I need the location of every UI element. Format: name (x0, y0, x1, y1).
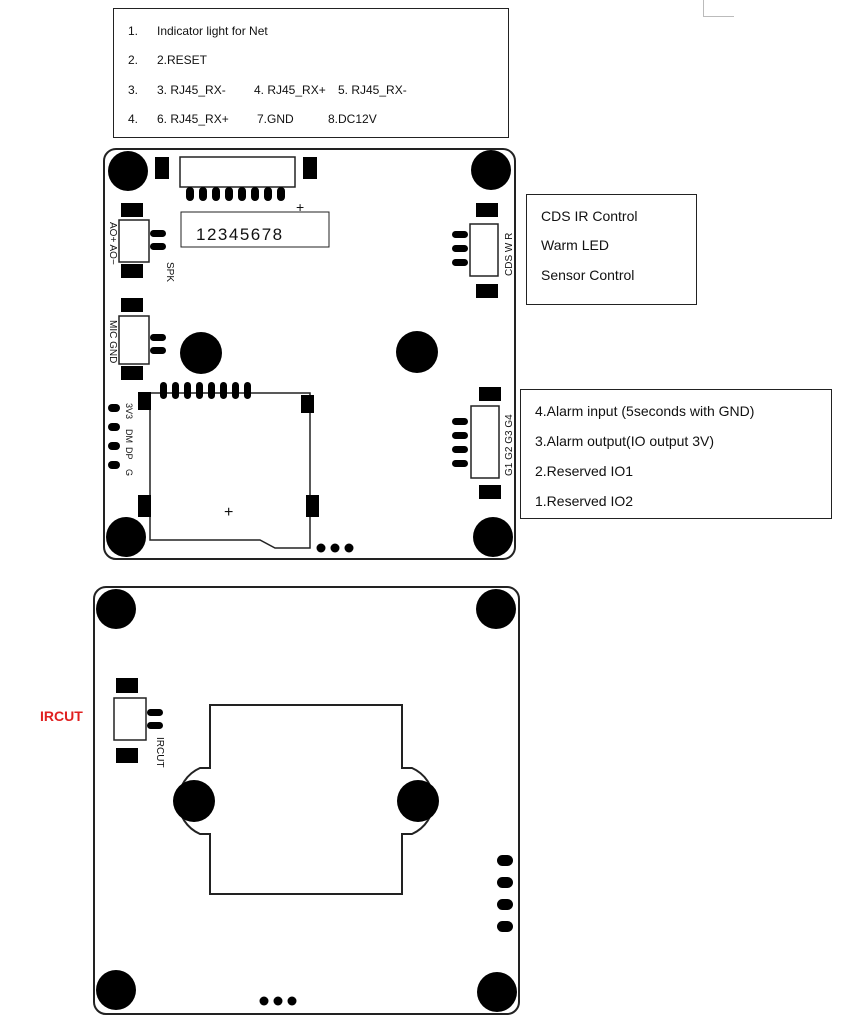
usb-pin-g (108, 461, 120, 469)
alarm-line-2: 3.Alarm output(IO output 3V) (535, 433, 714, 449)
legend-row-2-number: 2. (128, 53, 139, 67)
cds-pin-1 (452, 231, 468, 238)
ircut-label: IRCUT (40, 708, 83, 724)
alarm-line-3: 2.Reserved IO1 (535, 463, 634, 479)
legend-row-3-extra-2: 5. RJ45_RX- (338, 83, 407, 97)
alarm-line-1: 4.Alarm input (5seconds with GND) (535, 403, 755, 419)
top-board-outline (103, 148, 516, 560)
connector-numbers: 12345678 (196, 225, 284, 244)
legend-row-4-number: 4. (128, 112, 139, 126)
connector-8pin-body (179, 156, 296, 188)
top-board-hole-tr (471, 150, 511, 190)
ircut-pad-top (116, 678, 138, 693)
sd-card-slot (138, 382, 319, 549)
usb-pin-dp (108, 442, 120, 450)
legend-row-2-text: 2.RESET (157, 53, 208, 67)
g-pin-3 (452, 446, 468, 453)
ircut-pad-bottom (116, 748, 138, 763)
ao-silk-label: AO+ AO− (107, 222, 118, 265)
top-board-hole-br (473, 517, 513, 557)
alarm-info-box: 4.Alarm input (5seconds with GND) 3.Alar… (520, 389, 832, 519)
cds-pin-3 (452, 259, 468, 266)
cds-pin-2 (452, 245, 468, 252)
legend-row-1-text: Indicator light for Net (157, 24, 268, 38)
legend-row-3-number: 3. (128, 83, 139, 97)
ircut-silk-label: IRCUT (154, 737, 165, 768)
top-board-hole-tl (108, 151, 148, 191)
bottom-board-hole-br (477, 972, 517, 1012)
lens-mount-hole-right (397, 780, 439, 822)
cds-line-3: Sensor Control (541, 267, 635, 283)
bottom-board-hole-tr (476, 589, 516, 629)
legend-row-1-number: 1. (128, 24, 139, 38)
lens-mount-hole-left (173, 780, 215, 822)
ircut-pin-1 (147, 709, 163, 716)
usb-label-dm: DM (124, 429, 134, 443)
spk-silk-label: SPK (164, 262, 175, 282)
bottom-board-side-pins (497, 855, 513, 932)
bottom-board-dots (259, 996, 297, 1006)
spk-pin-2 (150, 243, 166, 250)
mic-silk-label: MIC GND (107, 320, 118, 363)
g-silk-label: G1 G2 G3 G4 (504, 414, 515, 476)
g-connector-body (470, 405, 500, 479)
top-legend-box: 1. Indicator light for Net 2. 2.RESET 3.… (113, 8, 509, 138)
usb-pin-3v3 (108, 404, 120, 412)
mic-pin-1 (150, 334, 166, 341)
connector-8pin-pins (186, 187, 285, 201)
spk-pin-1 (150, 230, 166, 237)
bottom-board-outline (93, 586, 520, 1015)
bottom-board-hole-bl (96, 970, 136, 1010)
legend-row-4-extra-2: 8.DC12V (328, 112, 377, 126)
sd-plus-mark: + (224, 504, 233, 521)
legend-row-3-extra-1: 4. RJ45_RX+ (254, 83, 326, 97)
alarm-line-4: 1.Reserved IO2 (535, 493, 634, 509)
connector-plus-mark: + (296, 199, 304, 215)
ircut-pin-2 (147, 722, 163, 729)
lens-mount-outline (177, 704, 435, 895)
mic-pad-bottom (121, 366, 143, 380)
usb-label-3v3: 3V3 (124, 403, 134, 419)
mic-connector-body (118, 315, 150, 365)
spk-pad-bottom (121, 264, 143, 278)
spk-connector-body (118, 219, 150, 263)
spk-pad-top (121, 203, 143, 217)
legend-row-4-extra-1: 7.GND (257, 112, 294, 126)
usb-pin-dm (108, 423, 120, 431)
usb-label-g: G (124, 469, 134, 476)
page-corner-mark (703, 0, 734, 17)
connector-numbers-box (180, 211, 330, 248)
connector-8pin-pad-left (155, 157, 169, 179)
cds-line-2: Warm LED (541, 237, 609, 253)
usb-label-dp: DP (124, 447, 134, 460)
top-board: + 12345678 AO+ AO− SPK MIC GND 3V3 DM DP… (103, 148, 516, 560)
mic-pin-2 (150, 347, 166, 354)
cds-pad-top (476, 203, 498, 217)
connector-8pin-pad-right (303, 157, 317, 179)
cds-connector-body (469, 223, 499, 277)
legend-row-3-text: 3. RJ45_RX- (157, 83, 226, 97)
top-board-hole-bl (106, 517, 146, 557)
g-pin-4 (452, 460, 468, 467)
top-board-hole-mid-left (180, 332, 222, 374)
cds-info-box: CDS IR Control Warm LED Sensor Control (526, 194, 697, 305)
bottom-board-hole-tl (96, 589, 136, 629)
g-pad-bottom (479, 485, 501, 499)
g-pin-2 (452, 432, 468, 439)
cds-silk-label: CDS W R (504, 233, 515, 276)
cds-line-1: CDS IR Control (541, 208, 638, 224)
g-pad-top (479, 387, 501, 401)
bottom-board: IRCUT (93, 586, 520, 1015)
top-board-hole-mid-right (396, 331, 438, 373)
ircut-connector-body (113, 697, 147, 741)
legend-row-4-text: 6. RJ45_RX+ (157, 112, 229, 126)
mic-pad-top (121, 298, 143, 312)
top-board-dots (316, 543, 354, 553)
cds-pad-bottom (476, 284, 498, 298)
g-pin-1 (452, 418, 468, 425)
